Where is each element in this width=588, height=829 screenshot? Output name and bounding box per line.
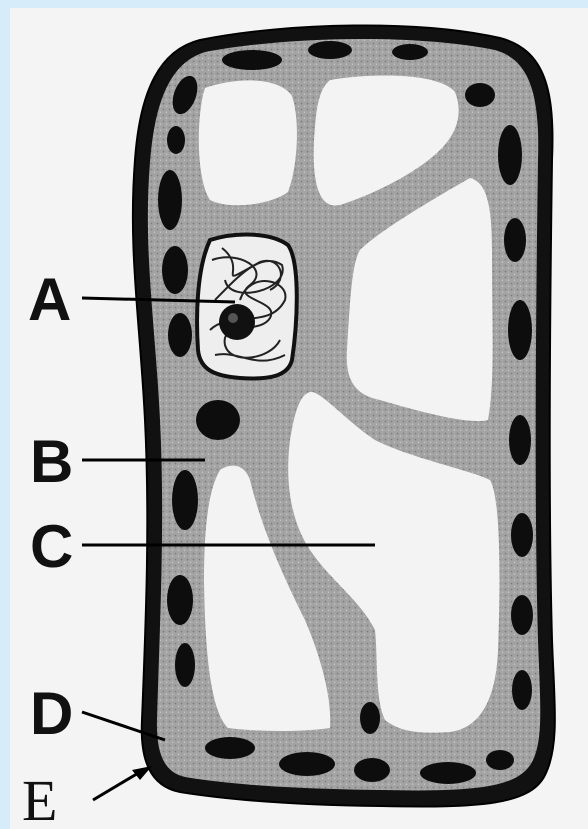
chloroplast: [508, 300, 532, 360]
chloroplast: [509, 415, 531, 465]
chloroplast: [360, 702, 380, 734]
chloroplast: [279, 752, 335, 776]
arrowhead-e: [132, 766, 152, 780]
chloroplast: [465, 83, 495, 107]
nucleolus: [219, 304, 255, 340]
chloroplast: [172, 470, 198, 530]
chloroplast: [420, 762, 476, 784]
chloroplast: [158, 170, 182, 230]
leader-line-e: [93, 772, 140, 800]
chloroplast: [167, 575, 193, 625]
label-e: E: [22, 768, 57, 829]
label-b: B: [30, 428, 73, 495]
chloroplast: [392, 44, 428, 60]
chloroplast: [504, 218, 526, 262]
chloroplast: [511, 513, 533, 557]
chloroplast: [222, 50, 282, 70]
label-c: C: [30, 513, 73, 580]
chloroplast: [486, 750, 514, 770]
chloroplast: [162, 246, 188, 294]
nucleus: [197, 235, 297, 379]
label-a: A: [28, 266, 71, 333]
chloroplast: [175, 643, 195, 687]
chloroplast: [308, 41, 352, 59]
chloroplast: [168, 313, 192, 357]
label-d: D: [30, 680, 73, 747]
chloroplast: [511, 595, 533, 635]
chloroplast: [205, 737, 255, 759]
chloroplast: [512, 670, 532, 710]
chloroplast: [354, 758, 390, 782]
chloroplast: [167, 126, 185, 154]
vacuole-top-left: [199, 80, 297, 205]
chloroplast: [196, 400, 240, 440]
chloroplast: [498, 125, 522, 185]
